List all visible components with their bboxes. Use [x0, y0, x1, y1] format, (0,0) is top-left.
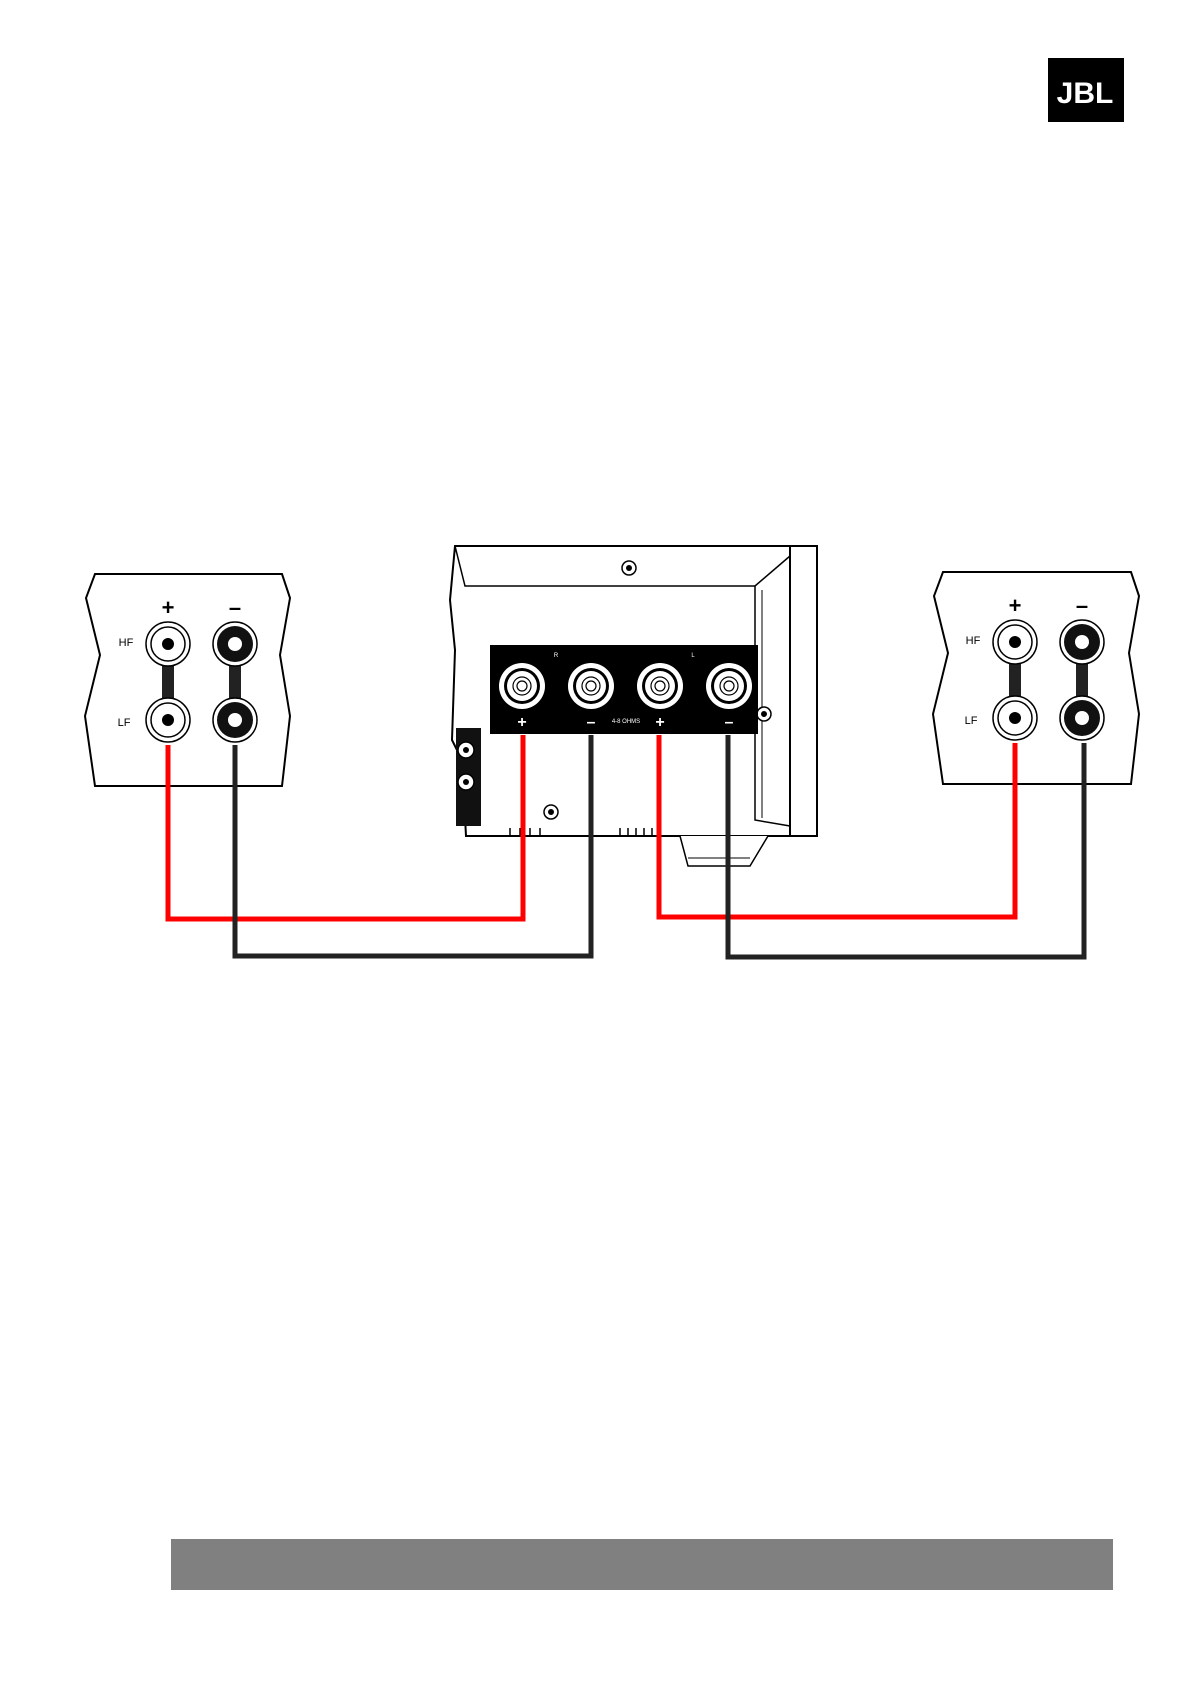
left-hf-minus-terminal [213, 622, 257, 666]
right-lf-label: LF [965, 715, 978, 727]
footer-bar [171, 1539, 1113, 1590]
right-hf-label: HF [966, 635, 981, 647]
bottom-screw [544, 805, 558, 819]
amp-t2-label: – [587, 714, 596, 731]
right-lf-plus-terminal [993, 696, 1037, 740]
input-jack-2 [458, 774, 474, 790]
left-speaker-plate [85, 574, 290, 786]
right-speaker-plate [933, 572, 1139, 784]
channel-r-label: R [554, 653, 559, 659]
right-hf-minus-terminal [1060, 620, 1104, 664]
amp-terminal-r-minus [568, 663, 614, 709]
input-jack-1 [458, 742, 474, 758]
amplifier-foot [680, 836, 768, 866]
top-screw [622, 561, 636, 575]
amp-t1-label: + [517, 714, 526, 731]
left-hf-plus-terminal [146, 622, 190, 666]
amp-t4-label: – [725, 714, 734, 731]
left-plus-label: + [162, 595, 175, 620]
right-hf-plus-terminal [993, 620, 1037, 664]
left-lf-minus-terminal [213, 698, 257, 742]
amp-terminal-l-minus [706, 663, 752, 709]
amp-terminal-r-plus [499, 663, 545, 709]
amplifier-rear-panel: R L 4-8 OHMS [450, 546, 817, 866]
right-minus-label: – [1076, 593, 1088, 618]
amp-terminal-l-plus [637, 663, 683, 709]
right-speaker-panel: + – HF LF [933, 572, 1139, 784]
amplifier-side-housing [790, 546, 817, 836]
right-screw [757, 707, 771, 721]
left-speaker-panel: + – HF LF [85, 574, 290, 786]
left-lf-plus-terminal [146, 698, 190, 742]
right-lf-minus-terminal [1060, 696, 1104, 740]
impedance-label: 4-8 OHMS [612, 719, 640, 725]
left-hf-label: HF [119, 637, 134, 649]
right-plus-label: + [1009, 593, 1022, 618]
left-lf-label: LF [118, 717, 131, 729]
amp-t3-label: + [655, 714, 664, 731]
left-minus-label: – [229, 595, 241, 620]
